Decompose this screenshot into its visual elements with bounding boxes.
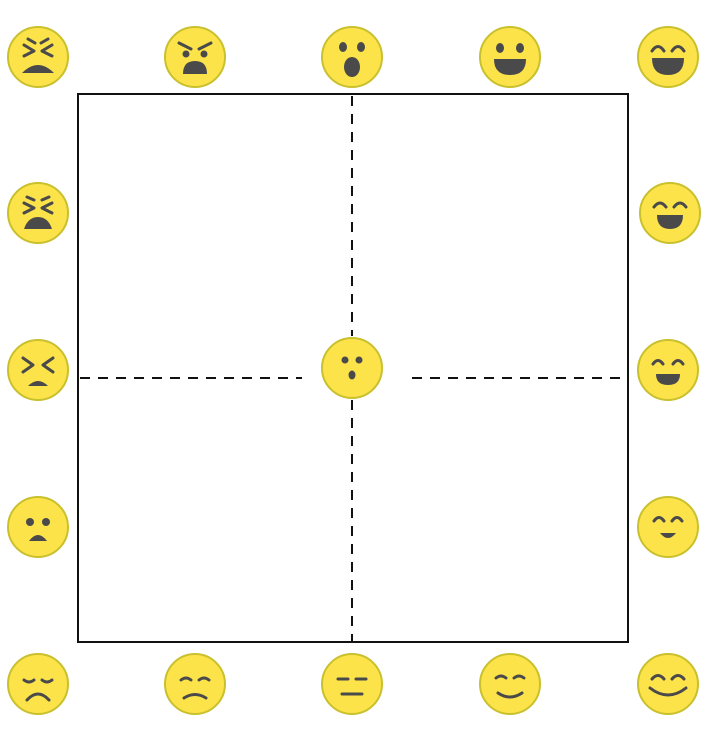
unhappy-emoji — [164, 653, 226, 715]
content-emoji — [479, 653, 541, 715]
shocked-emoji — [321, 26, 383, 88]
distressed-emoji — [7, 182, 69, 244]
center-surprised-emoji — [321, 337, 383, 399]
neutral-emoji — [321, 653, 383, 715]
relaxed-smile-emoji — [637, 653, 699, 715]
cheerful-emoji — [637, 339, 699, 401]
smiling-emoji — [637, 496, 699, 558]
happy-emoji — [639, 182, 701, 244]
frowning-emoji — [7, 496, 69, 558]
laughing-emoji — [637, 26, 699, 88]
sad-emoji — [7, 653, 69, 715]
grinning-emoji — [479, 26, 541, 88]
angry-emoji — [164, 26, 226, 88]
frustrated-emoji — [7, 339, 69, 401]
furious-squint-emoji — [7, 26, 69, 88]
